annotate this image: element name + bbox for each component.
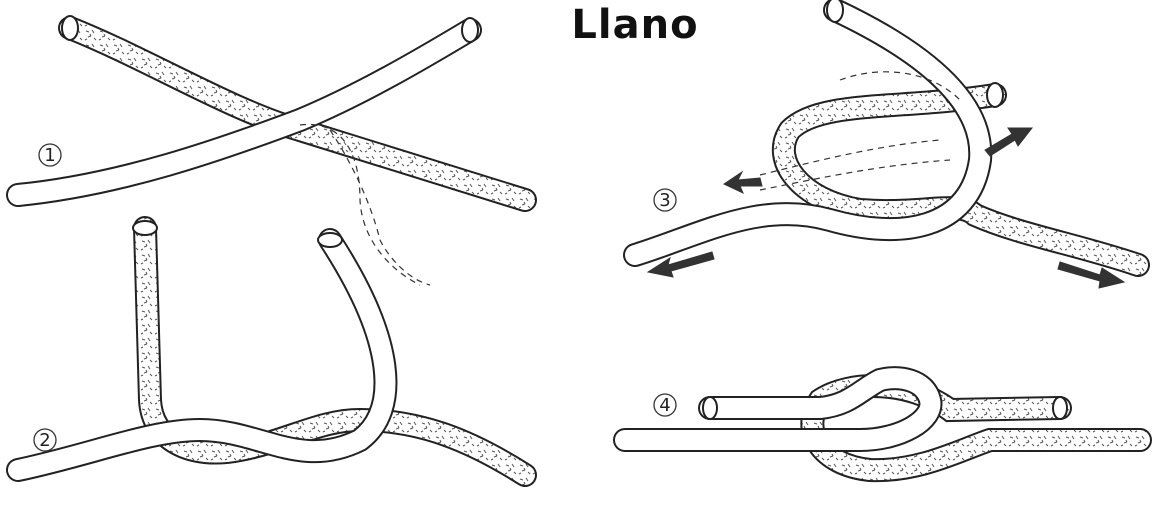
step-1-figure: 1: [18, 16, 525, 285]
step-3-arrow-right-upper: [985, 128, 1032, 156]
step-3-number: 3: [659, 190, 670, 211]
page-title: Llano: [0, 2, 1153, 48]
step-3-arrow-left-upper: [724, 172, 762, 193]
step-2-number: 2: [39, 430, 50, 451]
step-2-figure: 2: [18, 221, 525, 475]
step-4-number: 4: [659, 395, 670, 416]
step-1-number: 1: [44, 145, 55, 166]
step-4-figure: 4: [625, 378, 1140, 470]
